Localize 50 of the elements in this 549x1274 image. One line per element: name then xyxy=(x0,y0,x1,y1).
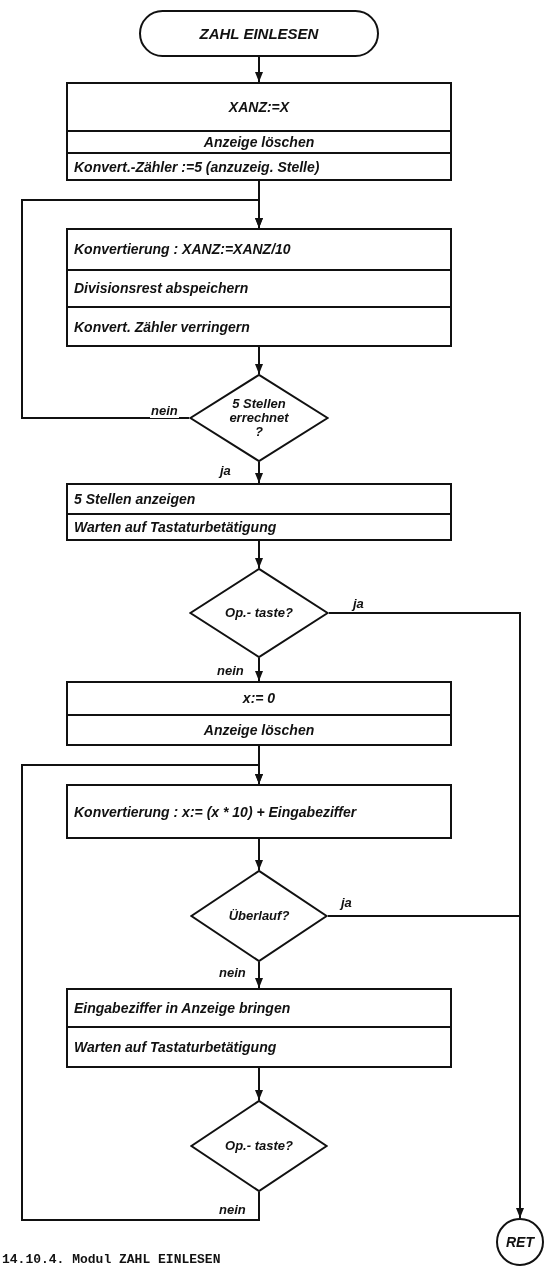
step-text: Eingabeziffer in Anzeige bringen xyxy=(74,1000,291,1016)
process-box xyxy=(66,681,452,746)
step-text: Anzeige löschen xyxy=(203,721,315,738)
arrow xyxy=(255,346,263,375)
step-text: Anzeige löschen xyxy=(203,134,315,151)
edge-label: nein xyxy=(218,1203,247,1217)
terminator-text: RET xyxy=(506,1234,534,1250)
process-box xyxy=(66,483,452,541)
decision-diamond xyxy=(189,374,329,462)
edge-label: nein xyxy=(150,404,179,418)
step-text: XANZ:=X xyxy=(228,99,290,115)
terminator-text: ZAHL EINLESEN xyxy=(199,25,319,42)
decision-text: Überlauf? xyxy=(227,909,291,923)
step-text: Warten auf Tastaturbetätigung xyxy=(74,1039,277,1055)
edge-label: ja xyxy=(352,597,365,611)
edge-label: nein xyxy=(218,966,247,980)
step-text: Konvert.-Zähler :=5 (anzuzeig. Stelle) xyxy=(74,158,320,175)
decision-text: 5 Stellen errechnet ? xyxy=(228,397,290,439)
arrow xyxy=(255,961,263,989)
decision-diamond xyxy=(189,568,329,658)
step-text: Divisionsrest abspeichern xyxy=(74,280,249,297)
terminator-circle xyxy=(496,1218,544,1266)
arrow xyxy=(21,199,263,419)
figure-caption: 14.10.4. Modul ZAHL EINLESEN xyxy=(2,1252,221,1267)
step-text: Konvertierung : XANZ:=XANZ/10 xyxy=(74,241,291,258)
terminator-box xyxy=(139,10,379,57)
decision-text: Op.- taste? xyxy=(224,1139,294,1153)
process-box xyxy=(66,228,452,347)
process-box xyxy=(66,784,452,839)
edge-label: nein xyxy=(216,664,245,678)
decision-diamond xyxy=(190,1100,328,1192)
edge-label: ja xyxy=(340,896,353,910)
step-text: x:= 0 xyxy=(242,690,276,707)
arrow xyxy=(255,838,263,871)
arrow xyxy=(255,56,263,83)
edge-label: ja xyxy=(219,464,232,478)
decision-text: Op.- taste? xyxy=(224,606,294,620)
step-text: Konvert. Zähler verringern xyxy=(74,318,250,335)
arrow xyxy=(21,764,263,1221)
process-box xyxy=(66,82,452,181)
arrow xyxy=(255,540,263,569)
arrow xyxy=(255,461,263,484)
step-text: Warten auf Tastaturbetätigung xyxy=(74,518,277,535)
arrow xyxy=(255,657,263,682)
decision-diamond xyxy=(190,870,328,962)
step-text: 5 Stellen anzeigen xyxy=(74,490,196,507)
arrow xyxy=(327,915,524,1219)
arrow xyxy=(255,1067,263,1101)
step-text: Konvertierung : x:= (x * 10) + Eingabeziffer xyxy=(74,803,357,820)
process-box xyxy=(66,988,452,1068)
